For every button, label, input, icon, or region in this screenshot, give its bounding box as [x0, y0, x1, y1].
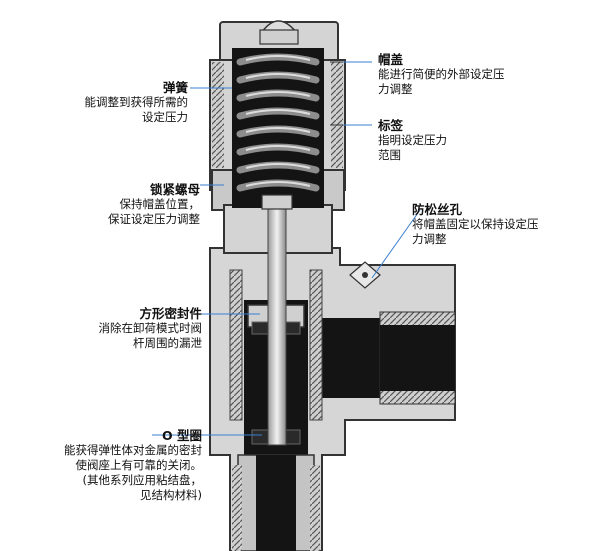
valve-stem [268, 195, 286, 445]
callout-locknut: 锁紧螺母 保持帽盖位置， 保证设定压力调整 [108, 182, 200, 227]
callout-oring: O 型圈 能获得弹性体对金属的密封 使阀座上有可靠的关闭。 (其他系列应用粘结盘… [64, 428, 202, 503]
squareseal-title: 方形密封件 [99, 306, 203, 321]
cap-desc: 能进行简便的外部设定压 力调整 [378, 67, 505, 97]
spring-title: 弹簧 [85, 80, 189, 95]
locknut-desc: 保持帽盖位置， 保证设定压力调整 [108, 197, 200, 227]
label-title: 标签 [378, 118, 447, 133]
callout-antiloose: 防松丝孔 将帽盖固定以保持设定压 力调整 [412, 202, 539, 247]
valve-body [210, 248, 455, 551]
locknut-title: 锁紧螺母 [108, 182, 200, 197]
squareseal-desc: 消除在卸荷模式时阀 杆周围的漏泄 [99, 321, 203, 351]
callout-spring: 弹簧 能调整到获得所需的 设定压力 [85, 80, 189, 125]
cap-title: 帽盖 [378, 52, 505, 67]
oring-title: O 型圈 [64, 428, 202, 443]
inlet-bore [256, 455, 296, 551]
callout-label: 标签 指明设定压力 范围 [378, 118, 447, 163]
spring-desc: 能调整到获得所需的 设定压力 [85, 95, 189, 125]
callout-cap: 帽盖 能进行简便的外部设定压 力调整 [378, 52, 505, 97]
antiloose-desc: 将帽盖固定以保持设定压 力调整 [412, 217, 539, 247]
oring-desc: 能获得弹性体对金属的密封 使阀座上有可靠的关闭。 (其他系列应用粘结盘， 见结构… [64, 443, 202, 503]
antiloose-title: 防松丝孔 [412, 202, 539, 217]
label-desc: 指明设定压力 范围 [378, 133, 447, 163]
callout-squareseal: 方形密封件 消除在卸荷模式时阀 杆周围的漏泄 [99, 306, 203, 351]
